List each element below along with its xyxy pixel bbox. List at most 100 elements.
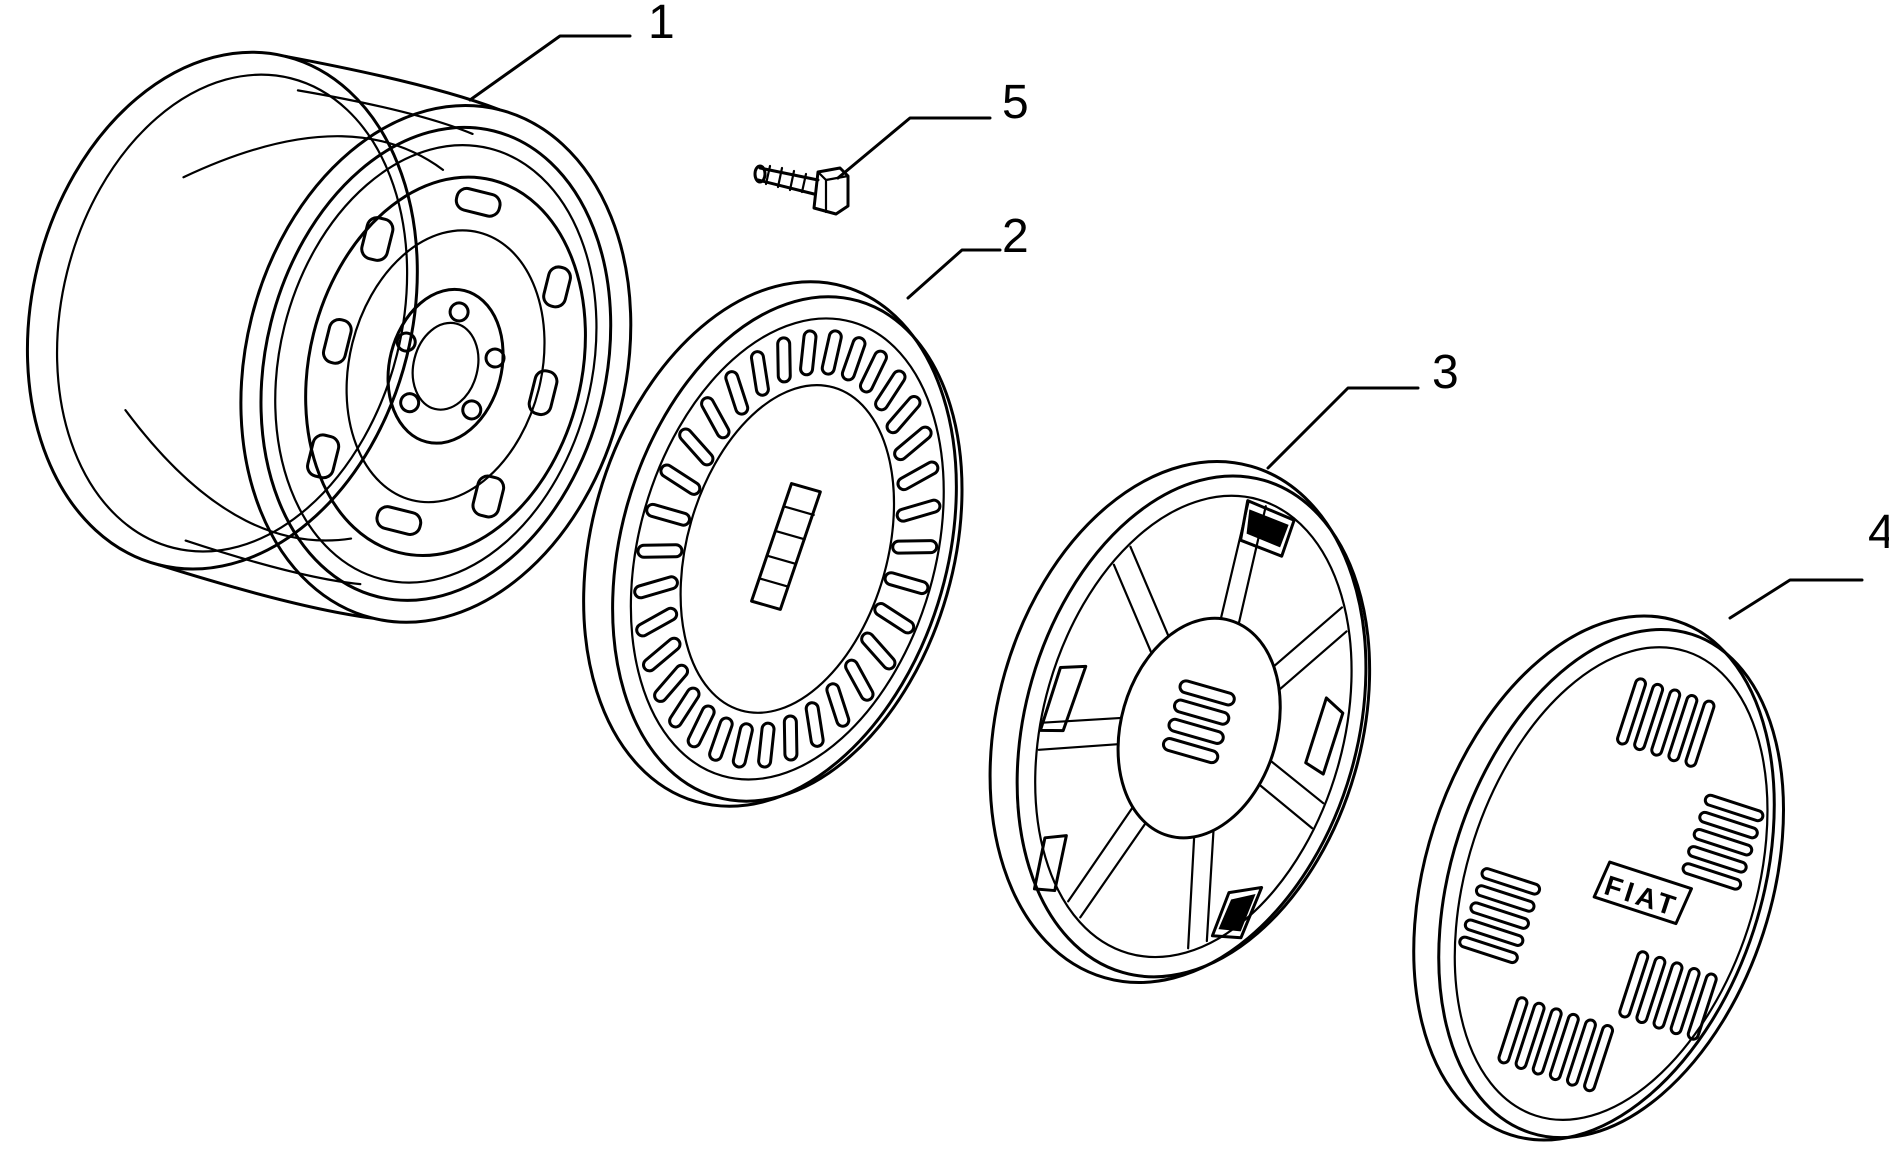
cap-slot (1684, 699, 1716, 768)
radial-slot-outline (633, 575, 679, 600)
radial-slot-outline (782, 714, 799, 762)
radial-slot-outline (799, 329, 818, 377)
callout-5: 5 (1002, 76, 1029, 129)
radial-slot-outline (896, 460, 940, 492)
cap-slot (1616, 677, 1647, 746)
fiat-hubcap: FIAT (1412, 614, 1785, 1142)
hubcap-center-badge (750, 482, 822, 611)
fiat-emblem: FIAT (1592, 860, 1693, 926)
radial-slot-outline (883, 571, 930, 596)
radial-slot-outline (636, 543, 684, 559)
callout-leaders (468, 34, 1864, 620)
cap-slot (1692, 827, 1754, 857)
radial-slot-outline (858, 349, 888, 394)
radial-slot (820, 329, 843, 376)
cap-slot (1667, 694, 1699, 763)
radial-slot-outline (635, 606, 679, 638)
radial-slot-outline (885, 395, 922, 435)
radial-slot (636, 543, 684, 559)
radial-slot (633, 575, 679, 600)
radial-slot-outline (874, 369, 907, 412)
cap-slot (1565, 1018, 1597, 1087)
radial-slot (883, 571, 930, 596)
cap-slot (1650, 688, 1682, 757)
cap-slot (1681, 862, 1743, 891)
callout-4: 4 (1868, 506, 1889, 559)
radial-slot (874, 369, 907, 412)
radial-slot-outline (731, 722, 754, 769)
radial-slot-outline (645, 502, 691, 527)
radial-slot-outline (724, 370, 750, 416)
steel-wheel-rim (25, 50, 633, 624)
radial-slot-outline (825, 682, 851, 728)
spoke (1258, 759, 1325, 830)
cap-slot (1703, 793, 1765, 823)
spoked-hubcap (988, 460, 1372, 984)
radial-slot (635, 606, 679, 638)
emblem-text: FIAT (1601, 870, 1683, 923)
radial-slot (896, 460, 940, 492)
radial-slot (891, 539, 939, 555)
spoke (1187, 829, 1215, 950)
radial-slot (653, 663, 690, 703)
radial-slot-outline (873, 602, 916, 635)
spoke (1067, 806, 1147, 919)
hubcap-radial-slots (633, 329, 942, 769)
radial-slot-outline (659, 463, 702, 496)
radial-slot-outline (860, 631, 897, 671)
cap-slot (1698, 810, 1759, 840)
lug-holes (395, 301, 506, 421)
radial-slot (804, 701, 825, 748)
cap-slot (1652, 961, 1684, 1030)
radial-slot (825, 682, 851, 728)
cap-slot (1480, 867, 1542, 896)
cap-slot (1583, 1024, 1615, 1093)
cap-slot (1687, 845, 1748, 874)
hubcap-center-vents (1161, 679, 1236, 765)
cap-slot (1463, 918, 1525, 947)
cap-slot (1633, 682, 1665, 752)
spoke (1272, 606, 1348, 691)
cap-slot (1686, 972, 1718, 1041)
cap-slot (1474, 884, 1536, 913)
radial-slot (659, 463, 702, 496)
radial-slot-outline (757, 721, 776, 769)
cap-slot (1458, 935, 1519, 965)
radial-slot (645, 502, 691, 527)
radial-slot-outline (891, 539, 939, 555)
hubcap-slot-groups (1458, 677, 1765, 1093)
spoke (1112, 545, 1170, 655)
radial-slot (799, 329, 818, 377)
cap-slot (1469, 901, 1530, 930)
radial-slot (782, 714, 799, 762)
radial-slot (893, 425, 933, 462)
rim-vent-slots (306, 186, 572, 536)
hubcap-spokes (1037, 500, 1348, 950)
radial-slot (895, 498, 942, 523)
radial-slot (641, 636, 682, 673)
radial-slot-outline (844, 658, 875, 702)
callout-3: 3 (1432, 346, 1459, 399)
radial-slot (731, 722, 754, 769)
callout-2: 2 (1002, 210, 1029, 263)
radial-slot-outline (804, 701, 825, 748)
radial-slot (858, 349, 888, 394)
radial-slot-outline (749, 350, 770, 397)
radial-slot (885, 395, 922, 435)
cap-slot (1531, 1007, 1563, 1076)
radial-slot-outline (653, 663, 690, 703)
radial-slot (840, 336, 867, 382)
wheel-bolt (753, 164, 850, 216)
radial-slot (686, 704, 716, 749)
radial-slot (678, 427, 715, 467)
radial-slot (749, 350, 770, 397)
cap-slot (1497, 996, 1529, 1065)
radial-slot (668, 686, 701, 729)
radial-slot (700, 396, 731, 440)
radial-slot-outline (668, 686, 701, 729)
cap-slot (1548, 1012, 1580, 1082)
radial-slot (776, 336, 792, 384)
radial-slot-outline (840, 336, 867, 382)
